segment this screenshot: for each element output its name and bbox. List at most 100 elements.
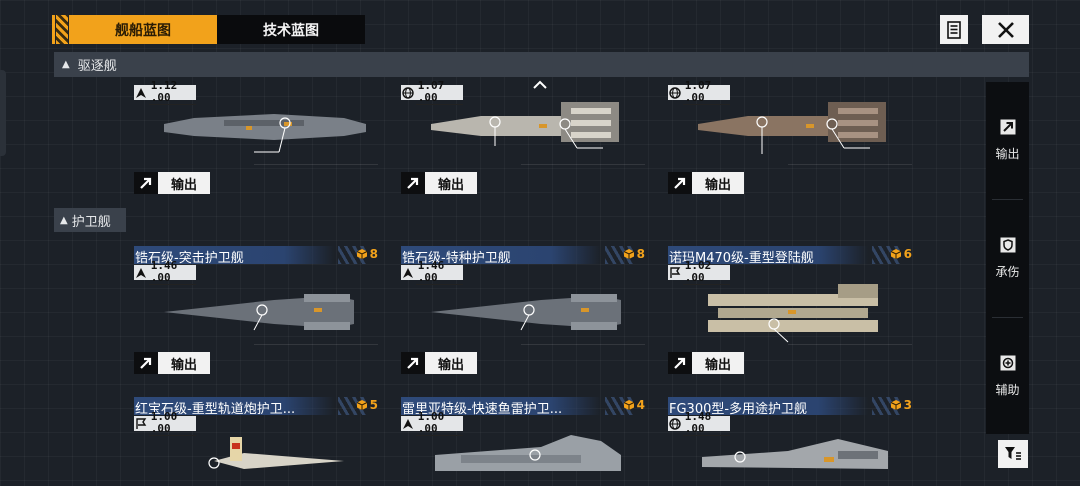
blueprint-tabs: 舰船蓝图 技术蓝图: [52, 15, 365, 44]
blueprint-cube-icon: [356, 249, 367, 259]
globe-icon: [401, 85, 416, 100]
export-button[interactable]: 输出: [668, 172, 744, 194]
ship-card[interactable]: 1.07 .00 输出: [401, 66, 647, 202]
filter-icon: [1005, 447, 1021, 460]
side-drawer-handle[interactable]: [0, 70, 6, 156]
ship-stat: 1.07 .00: [401, 80, 463, 105]
arrow-up-right-icon: [134, 352, 158, 374]
ship-name: 锆石级-突击护卫舰: [135, 251, 244, 266]
blueprint-cube-icon: [890, 400, 901, 410]
ship-card[interactable]: 锆石级-特种护卫舰 8 1.46 .00 输出: [401, 246, 647, 382]
blueprint-count: 5: [356, 398, 378, 412]
section-header-destroyer[interactable]: ▲ 驱逐舰: [54, 52, 1029, 77]
blueprint-count: 8: [356, 247, 378, 261]
blueprint-line: [521, 344, 645, 345]
ship-card[interactable]: FG300型-多用途护卫舰 3 1.48 .00: [668, 397, 914, 486]
ship-card[interactable]: 1.07 .00 输出: [668, 66, 914, 202]
blueprint-line: [788, 344, 912, 345]
panel-divider: [992, 317, 1023, 318]
arrow-up-right-icon: [668, 352, 692, 374]
collapse-triangle-icon: ▲: [62, 59, 70, 70]
globe-icon: [668, 85, 683, 100]
role-filter-tank[interactable]: 承伤: [986, 200, 1029, 316]
blueprint-cube-icon: [623, 400, 634, 410]
section-title: 驱逐舰: [77, 59, 117, 74]
arrow-up-right-icon: [401, 172, 425, 194]
arrow-up-right-icon: [401, 352, 425, 374]
role-filter-output[interactable]: 输出: [986, 82, 1029, 198]
blueprint-line: [788, 164, 912, 165]
collapse-triangle-icon: ▲: [60, 214, 68, 226]
notes-button[interactable]: [940, 15, 968, 44]
blueprint-count: 8: [623, 247, 645, 261]
ship-image: [154, 100, 374, 164]
ship-name: FG300型-多用途护卫舰: [669, 402, 808, 417]
ship-image: [421, 100, 641, 164]
ship-name: 红宝石级-重型轨道炮护卫...: [135, 402, 296, 417]
ship-stat: 1.07 .00: [668, 80, 730, 105]
tier-icon: [134, 265, 149, 280]
tier-icon: [401, 265, 416, 280]
blueprint-count: 4: [623, 398, 645, 412]
arrow-up-right-icon: [134, 172, 158, 194]
export-button[interactable]: 输出: [134, 172, 210, 194]
export-button[interactable]: 输出: [668, 352, 744, 374]
export-button[interactable]: 输出: [134, 352, 210, 374]
shield-icon: [1000, 237, 1015, 252]
ship-card[interactable]: 雷里亚特级-快速鱼雷护卫... 4 1.00 .00: [401, 397, 647, 486]
blueprint-count: 3: [890, 398, 912, 412]
ship-image: [421, 280, 641, 344]
ship-image: [421, 431, 641, 486]
ship-stat: 1.12 .00: [134, 80, 196, 105]
section-header-frigate[interactable]: ▲ 护卫舰: [54, 208, 126, 232]
filter-button[interactable]: [998, 440, 1028, 468]
tab-tech-blueprint[interactable]: 技术蓝图: [217, 15, 365, 44]
ship-stat: 1.48 .00: [668, 411, 730, 436]
tab-hatch-decoration: [56, 15, 68, 44]
export-button[interactable]: 输出: [401, 172, 477, 194]
flag-icon: [668, 265, 683, 280]
flag-icon: [134, 416, 149, 431]
ship-name: 雷里亚特级-快速鱼雷护卫...: [402, 402, 563, 417]
ship-image: [154, 280, 374, 344]
ship-image: [688, 280, 908, 344]
arrow-up-right-icon: [1000, 119, 1015, 134]
tier-icon: [401, 416, 416, 431]
ship-stat: 1.46 .00: [401, 260, 463, 285]
role-filter-panel: 输出 承伤 辅助: [986, 82, 1029, 434]
scroll-up-chevron-icon[interactable]: [532, 80, 548, 90]
globe-icon: [668, 416, 683, 431]
ship-card[interactable]: 锆石级-突击护卫舰 8 1.46 .00 输出: [134, 246, 380, 382]
blueprint-cube-icon: [890, 249, 901, 259]
ship-name: 诺玛M470级-重型登陆舰: [669, 251, 814, 266]
support-icon: [1000, 355, 1015, 370]
blueprint-line: [521, 164, 645, 165]
ship-image: [688, 431, 908, 486]
document-icon: [947, 20, 961, 39]
arrow-up-right-icon: [668, 172, 692, 194]
ship-image: [154, 431, 374, 486]
blueprint-line: [254, 164, 378, 165]
blueprint-cube-icon: [356, 400, 367, 410]
ship-stat: 1.00 .00: [134, 411, 196, 436]
blueprint-line: [254, 344, 378, 345]
section-title: 护卫舰: [71, 214, 111, 230]
role-filter-support[interactable]: 辅助: [986, 318, 1029, 434]
tab-ship-blueprint[interactable]: 舰船蓝图: [69, 15, 217, 44]
ship-name: 锆石级-特种护卫舰: [402, 251, 511, 266]
blueprint-count: 6: [890, 247, 912, 261]
export-button[interactable]: 输出: [401, 352, 477, 374]
blueprint-cube-icon: [623, 249, 634, 259]
close-icon: [997, 21, 1014, 38]
ship-stat: 1.02 .00: [668, 260, 730, 285]
ship-card[interactable]: 红宝石级-重型轨道炮护卫... 5 1.00 .00: [134, 397, 380, 486]
ship-name-band: [134, 246, 366, 264]
ship-card[interactable]: 1.12 .00 输出: [134, 66, 380, 202]
ship-card[interactable]: 诺玛M470级-重型登陆舰 6 1.02 .00 输出: [668, 246, 914, 382]
ship-stat: 1.46 .00: [134, 260, 196, 285]
panel-divider: [992, 199, 1023, 200]
tier-icon: [134, 85, 149, 100]
ship-stat: 1.00 .00: [401, 411, 463, 436]
close-button[interactable]: [982, 15, 1029, 44]
ship-image: [688, 100, 908, 164]
